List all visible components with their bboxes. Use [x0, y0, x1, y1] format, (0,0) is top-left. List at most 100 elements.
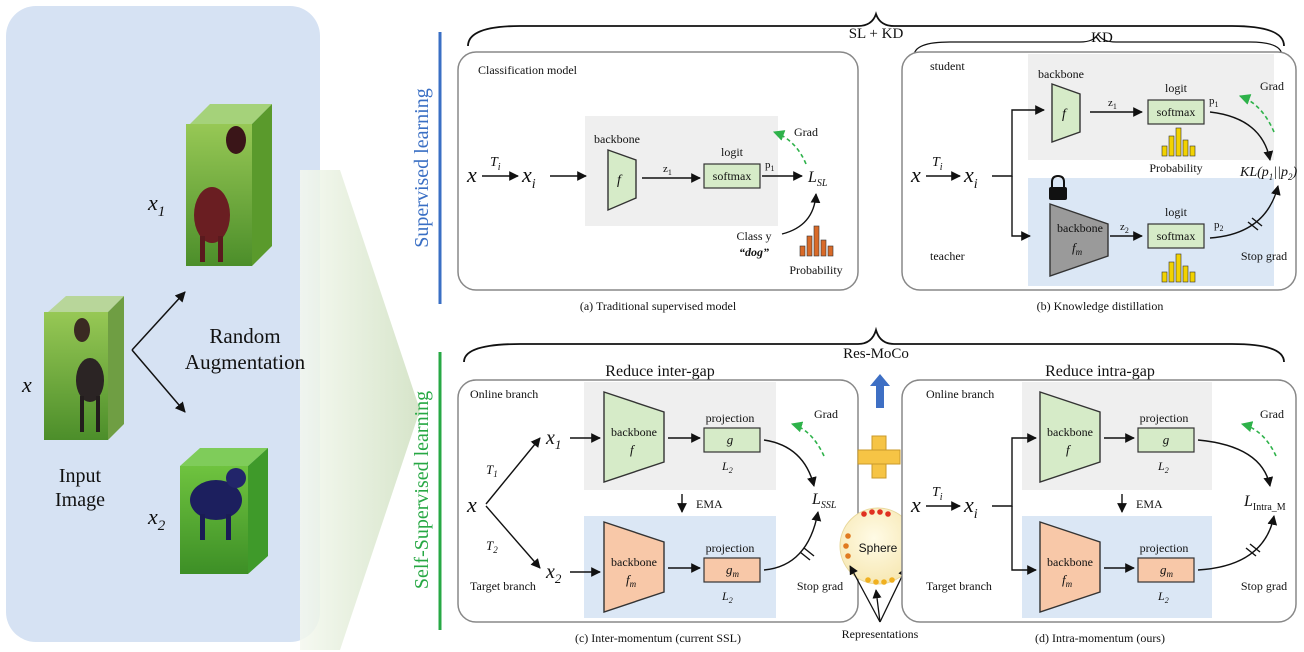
panel-d-projection-1: projection [1140, 411, 1189, 425]
panel-a: Classification model x Ti xi backbone f … [457, 51, 859, 313]
panel-b-p2: p2 [1214, 219, 1224, 233]
panel-b-p1: p1 [1209, 95, 1219, 109]
svg-text:f: f [1066, 442, 1072, 457]
panel-d-stop-grad: Stop grad [1241, 579, 1287, 593]
input-image-label-1: Input [59, 465, 102, 487]
panel-c: Online branch Target branch x T1 T2 x1 x… [457, 379, 859, 645]
panel-c-gm [703, 557, 761, 583]
supervised-section-label: Supervised learning [411, 88, 433, 247]
panel-b-teacher-backbone-label: backbone [1057, 221, 1103, 235]
panel-c-ema: EMA [696, 497, 723, 511]
panel-d-online-backbone [1039, 391, 1101, 483]
panel-c-grad: Grad [814, 407, 838, 421]
panel-d-grad-arrow [1240, 421, 1277, 457]
panel-d-grad: Grad [1260, 407, 1284, 421]
up-arrow-icon [870, 374, 890, 408]
panel-b-xi: xi [963, 162, 978, 192]
panel-d-target-backbone [1039, 521, 1101, 613]
panel-a-caption: (a) Traditional supervised model [580, 299, 737, 313]
top-brace-label: SL + KD [849, 26, 904, 42]
panel-d-xi: xi [963, 492, 978, 522]
ssl-section-label: Self-Supervised learning [411, 391, 433, 589]
augmented-image-x1 [186, 104, 272, 266]
augmented-image-x2 [180, 448, 268, 574]
panel-d-gm [1137, 557, 1195, 583]
panel-a-backbone [607, 149, 637, 212]
kd-brace-label: KD [1091, 30, 1113, 46]
panel-b-student: student [930, 59, 965, 73]
panel-b-logit-1: logit [1165, 81, 1188, 95]
panel-c-stop-grad: Stop grad [797, 579, 843, 593]
svg-text:gm: gm [1160, 562, 1174, 579]
panel-d: Online branch Target branch x Ti xi back… [901, 379, 1297, 645]
panel-b-student-backbone-label: backbone [1038, 67, 1084, 81]
panel-c-x2: x2 [545, 561, 562, 586]
panel-b-teacher: teacher [930, 249, 965, 263]
input-image-label-2: Image [55, 489, 105, 511]
panel-d-online: Online branch [926, 387, 994, 401]
panel-a-title: Classification model [478, 63, 578, 77]
plus-icon [857, 435, 901, 479]
svg-text:fm: fm [1072, 240, 1083, 257]
panel-b-z1: z1 [1108, 97, 1117, 111]
augmentation-label-2: Augmentation [185, 350, 306, 374]
panel-b-t: Ti [932, 155, 943, 173]
panel-a-dog: “dog” [739, 245, 769, 259]
panel-a-softmax [703, 163, 761, 189]
x-label: x [21, 372, 32, 397]
panel-c-grad-arrow [790, 421, 825, 457]
panel-c-online: Online branch [470, 387, 538, 401]
panel-c-g [703, 427, 761, 453]
svg-text:backbone: backbone [611, 425, 657, 439]
input-panel: x1 x x2 Random Augmentation Input [6, 6, 420, 650]
representations-label: Representations [842, 627, 919, 641]
panel-c-t2: T2 [486, 538, 498, 555]
panel-c-t1: T1 [486, 462, 498, 479]
sphere-label: Sphere [859, 541, 898, 555]
panel-a-p: p1 [765, 159, 775, 173]
panel-d-g [1137, 427, 1195, 453]
svg-text:softmax: softmax [1157, 229, 1196, 243]
panel-d-l2-1: L2 [1157, 459, 1169, 475]
panel-d-t: Ti [932, 485, 943, 503]
panel-b-probability: Probability [1149, 161, 1202, 175]
panel-a-probability: Probability [789, 263, 842, 277]
kd-brace [913, 32, 1283, 57]
panel-b-teacher-bars [1161, 253, 1196, 283]
x1-label: x1 [147, 190, 165, 220]
panel-c-l2-2: L2 [721, 589, 733, 605]
augmentation-label-1: Random [209, 324, 280, 348]
panel-c-l2-1: L2 [721, 459, 733, 475]
panel-b-grad: Grad [1260, 79, 1284, 93]
panel-c-x1: x1 [545, 427, 561, 452]
svg-text:fm: fm [626, 572, 637, 589]
panel-b-logit-2: logit [1165, 205, 1188, 219]
panel-d-x: x [910, 492, 921, 517]
panel-d-target: Target branch [926, 579, 992, 593]
panel-a-t: Ti [490, 155, 501, 173]
svg-text:backbone: backbone [611, 555, 657, 569]
panel-b-caption: (b) Knowledge distillation [1037, 299, 1164, 313]
panel-d-loss: LIntra_M [1243, 493, 1286, 513]
panel-a-loss: LSL [807, 169, 828, 189]
panel-c-target: Target branch [470, 579, 536, 593]
panel-a-grad-arrow [772, 130, 807, 165]
panel-c-caption: (c) Inter-momentum (current SSL) [575, 631, 741, 645]
panel-a-grad: Grad [794, 125, 818, 139]
panel-c-loss: LSSL [811, 491, 837, 511]
panel-b-kl: KL(p1||p2) [1239, 165, 1298, 182]
panel-a-xi: xi [521, 162, 536, 192]
svg-text:g: g [1163, 432, 1170, 447]
inter-gap-label: Reduce inter-gap [605, 363, 714, 380]
top-brace [467, 11, 1285, 47]
panel-c-target-backbone [603, 521, 665, 613]
panel-b-x: x [910, 162, 921, 187]
panel-b-student-backbone [1051, 83, 1081, 143]
svg-text:f: f [617, 173, 623, 188]
panel-c-projection-2: projection [706, 541, 755, 555]
panel-a-z: z1 [663, 163, 672, 177]
svg-text:g: g [727, 432, 734, 447]
svg-text:softmax: softmax [713, 169, 752, 183]
panel-a-backbone-label: backbone [594, 132, 640, 146]
